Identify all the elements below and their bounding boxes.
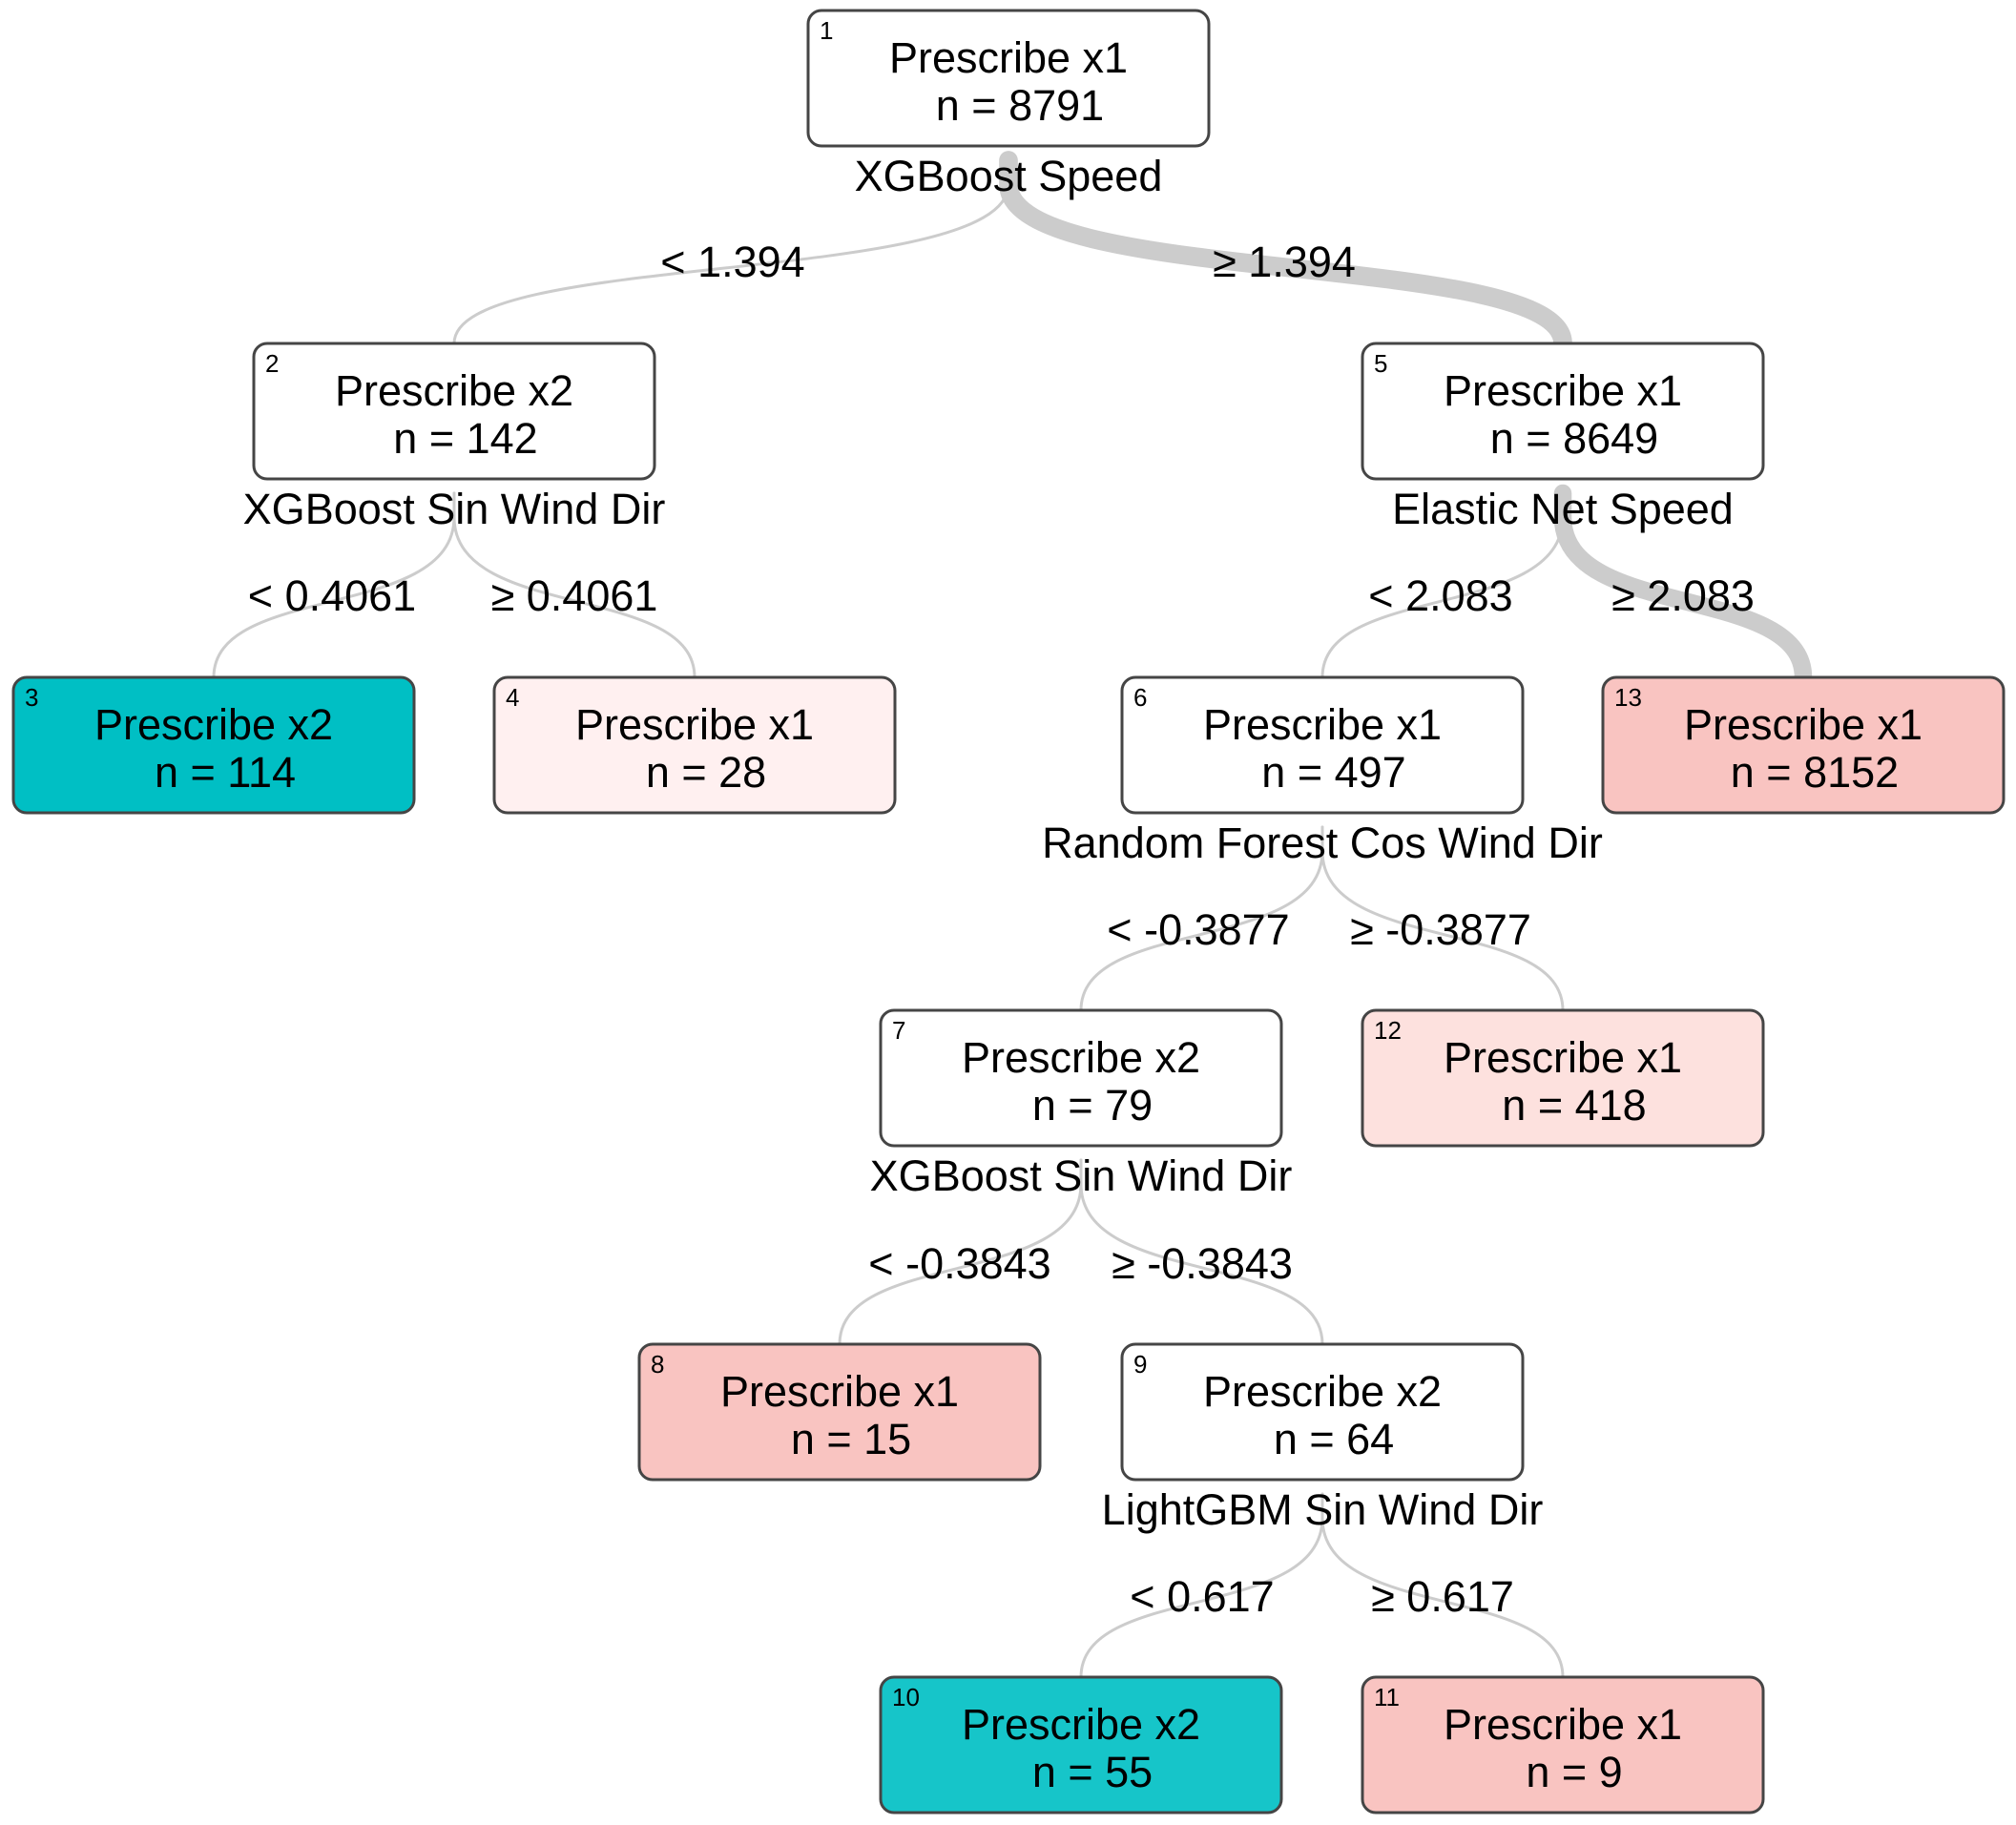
edge-label-7-9: ≥ -0.3843 bbox=[1112, 1239, 1293, 1288]
node-prediction-12: Prescribe x1 bbox=[1444, 1033, 1682, 1082]
node-count-9: n = 64 bbox=[1274, 1415, 1394, 1463]
edge-label-5-6: < 2.083 bbox=[1368, 571, 1512, 620]
node-box-2 bbox=[252, 342, 656, 481]
edge-label-layer: < 1.394 ≥ 1.394 < 0.4061 ≥ 0.4061 < 2.083 ≥ 2… bbox=[248, 238, 1755, 1621]
node-prediction-13: Prescribe x1 bbox=[1684, 700, 1922, 749]
node-id-13: 13 bbox=[1614, 683, 1642, 712]
node-count-8: n = 15 bbox=[791, 1415, 911, 1463]
node-prediction-3: Prescribe x2 bbox=[94, 700, 333, 749]
edge-label-5-13: ≥ 2.083 bbox=[1611, 571, 1755, 620]
node-id-7: 7 bbox=[892, 1016, 905, 1045]
node-box-3 bbox=[11, 675, 416, 815]
node-box-10 bbox=[879, 1675, 1283, 1815]
node-count-11: n = 9 bbox=[1526, 1748, 1622, 1796]
node-id-9: 9 bbox=[1133, 1350, 1147, 1379]
node-id-12: 12 bbox=[1374, 1016, 1402, 1045]
edge-6-12 bbox=[1320, 825, 1565, 1012]
node-box-8 bbox=[637, 1342, 1042, 1482]
node-split-9: LightGBM Sin Wind Dir bbox=[1102, 1485, 1544, 1534]
node-count-4: n = 28 bbox=[646, 748, 766, 797]
node-count-12: n = 418 bbox=[1502, 1081, 1646, 1130]
node-count-1: n = 8791 bbox=[936, 81, 1104, 130]
node-split-1: XGBoost Speed bbox=[855, 152, 1163, 200]
node-count-7: n = 79 bbox=[1032, 1081, 1153, 1130]
node-box-13 bbox=[1601, 675, 2006, 815]
node-id-11: 11 bbox=[1374, 1683, 1400, 1711]
edge-9-11 bbox=[1320, 1492, 1565, 1679]
node-count-2: n = 142 bbox=[393, 414, 537, 463]
node-id-6: 6 bbox=[1133, 683, 1147, 712]
node-box-5 bbox=[1361, 342, 1765, 481]
node-split-6: Random Forest Cos Wind Dir bbox=[1042, 819, 1603, 867]
edge-7-8 bbox=[838, 1158, 1083, 1346]
node-count-10: n = 55 bbox=[1032, 1748, 1153, 1796]
edge-2-3 bbox=[212, 491, 456, 679]
edge-label-2-3: < 0.4061 bbox=[248, 571, 416, 620]
edge-1-2 bbox=[452, 158, 1010, 345]
node-split-5: Elastic Net Speed bbox=[1392, 485, 1734, 533]
edge-label-9-10: < 0.617 bbox=[1130, 1572, 1274, 1621]
node-prediction-4: Prescribe x1 bbox=[575, 700, 814, 749]
node-prediction-7: Prescribe x2 bbox=[962, 1033, 1200, 1082]
node-box-7 bbox=[879, 1008, 1283, 1148]
node-prediction-8: Prescribe x1 bbox=[720, 1367, 959, 1416]
node-box-6 bbox=[1120, 675, 1525, 815]
edge-label-6-7: < -0.3877 bbox=[1107, 905, 1289, 954]
node-count-6: n = 497 bbox=[1261, 748, 1405, 797]
edge-5-6 bbox=[1320, 491, 1565, 679]
edge-label-1-5: ≥ 1.394 bbox=[1213, 238, 1356, 286]
node-id-8: 8 bbox=[651, 1350, 664, 1379]
node-split-7: XGBoost Sin Wind Dir bbox=[870, 1151, 1293, 1200]
node-box-11 bbox=[1361, 1675, 1765, 1815]
node-id-2: 2 bbox=[265, 349, 279, 378]
node-prediction-9: Prescribe x2 bbox=[1203, 1367, 1442, 1416]
edge-label-6-12: ≥ -0.3877 bbox=[1350, 905, 1531, 954]
node-box-4 bbox=[492, 675, 897, 815]
node-count-13: n = 8152 bbox=[1731, 748, 1899, 797]
edge-7-9 bbox=[1079, 1158, 1324, 1346]
edge-1-5 bbox=[999, 151, 1572, 353]
node-box-1 bbox=[806, 9, 1211, 148]
node-prediction-10: Prescribe x2 bbox=[962, 1700, 1200, 1749]
node-prediction-1: Prescribe x1 bbox=[889, 33, 1128, 82]
edge-label-9-11: ≥ 0.617 bbox=[1371, 1572, 1514, 1621]
node-id-5: 5 bbox=[1374, 349, 1387, 378]
node-count-5: n = 8649 bbox=[1490, 414, 1658, 463]
node-count-3: n = 114 bbox=[155, 748, 296, 797]
node-id-3: 3 bbox=[25, 683, 38, 712]
node-id-1: 1 bbox=[820, 16, 833, 45]
edge-5-13 bbox=[1553, 484, 1813, 687]
node-prediction-2: Prescribe x2 bbox=[335, 366, 573, 415]
edge-label-7-8: < -0.3843 bbox=[868, 1239, 1050, 1288]
edge-6-7 bbox=[1079, 825, 1324, 1012]
edge-9-10 bbox=[1079, 1492, 1324, 1679]
node-box-9 bbox=[1120, 1342, 1525, 1482]
edge-label-2-4: ≥ 0.4061 bbox=[491, 571, 658, 620]
node-prediction-11: Prescribe x1 bbox=[1444, 1700, 1682, 1749]
node-prediction-6: Prescribe x1 bbox=[1203, 700, 1442, 749]
node-id-10: 10 bbox=[892, 1683, 920, 1711]
node-id-4: 4 bbox=[506, 683, 519, 712]
node-split-2: XGBoost Sin Wind Dir bbox=[243, 485, 666, 533]
edge-2-4 bbox=[452, 491, 696, 679]
node-box-12 bbox=[1361, 1008, 1765, 1148]
edge-label-1-2: < 1.394 bbox=[660, 238, 804, 286]
node-prediction-5: Prescribe x1 bbox=[1444, 366, 1682, 415]
edge-layer bbox=[212, 151, 1813, 1679]
